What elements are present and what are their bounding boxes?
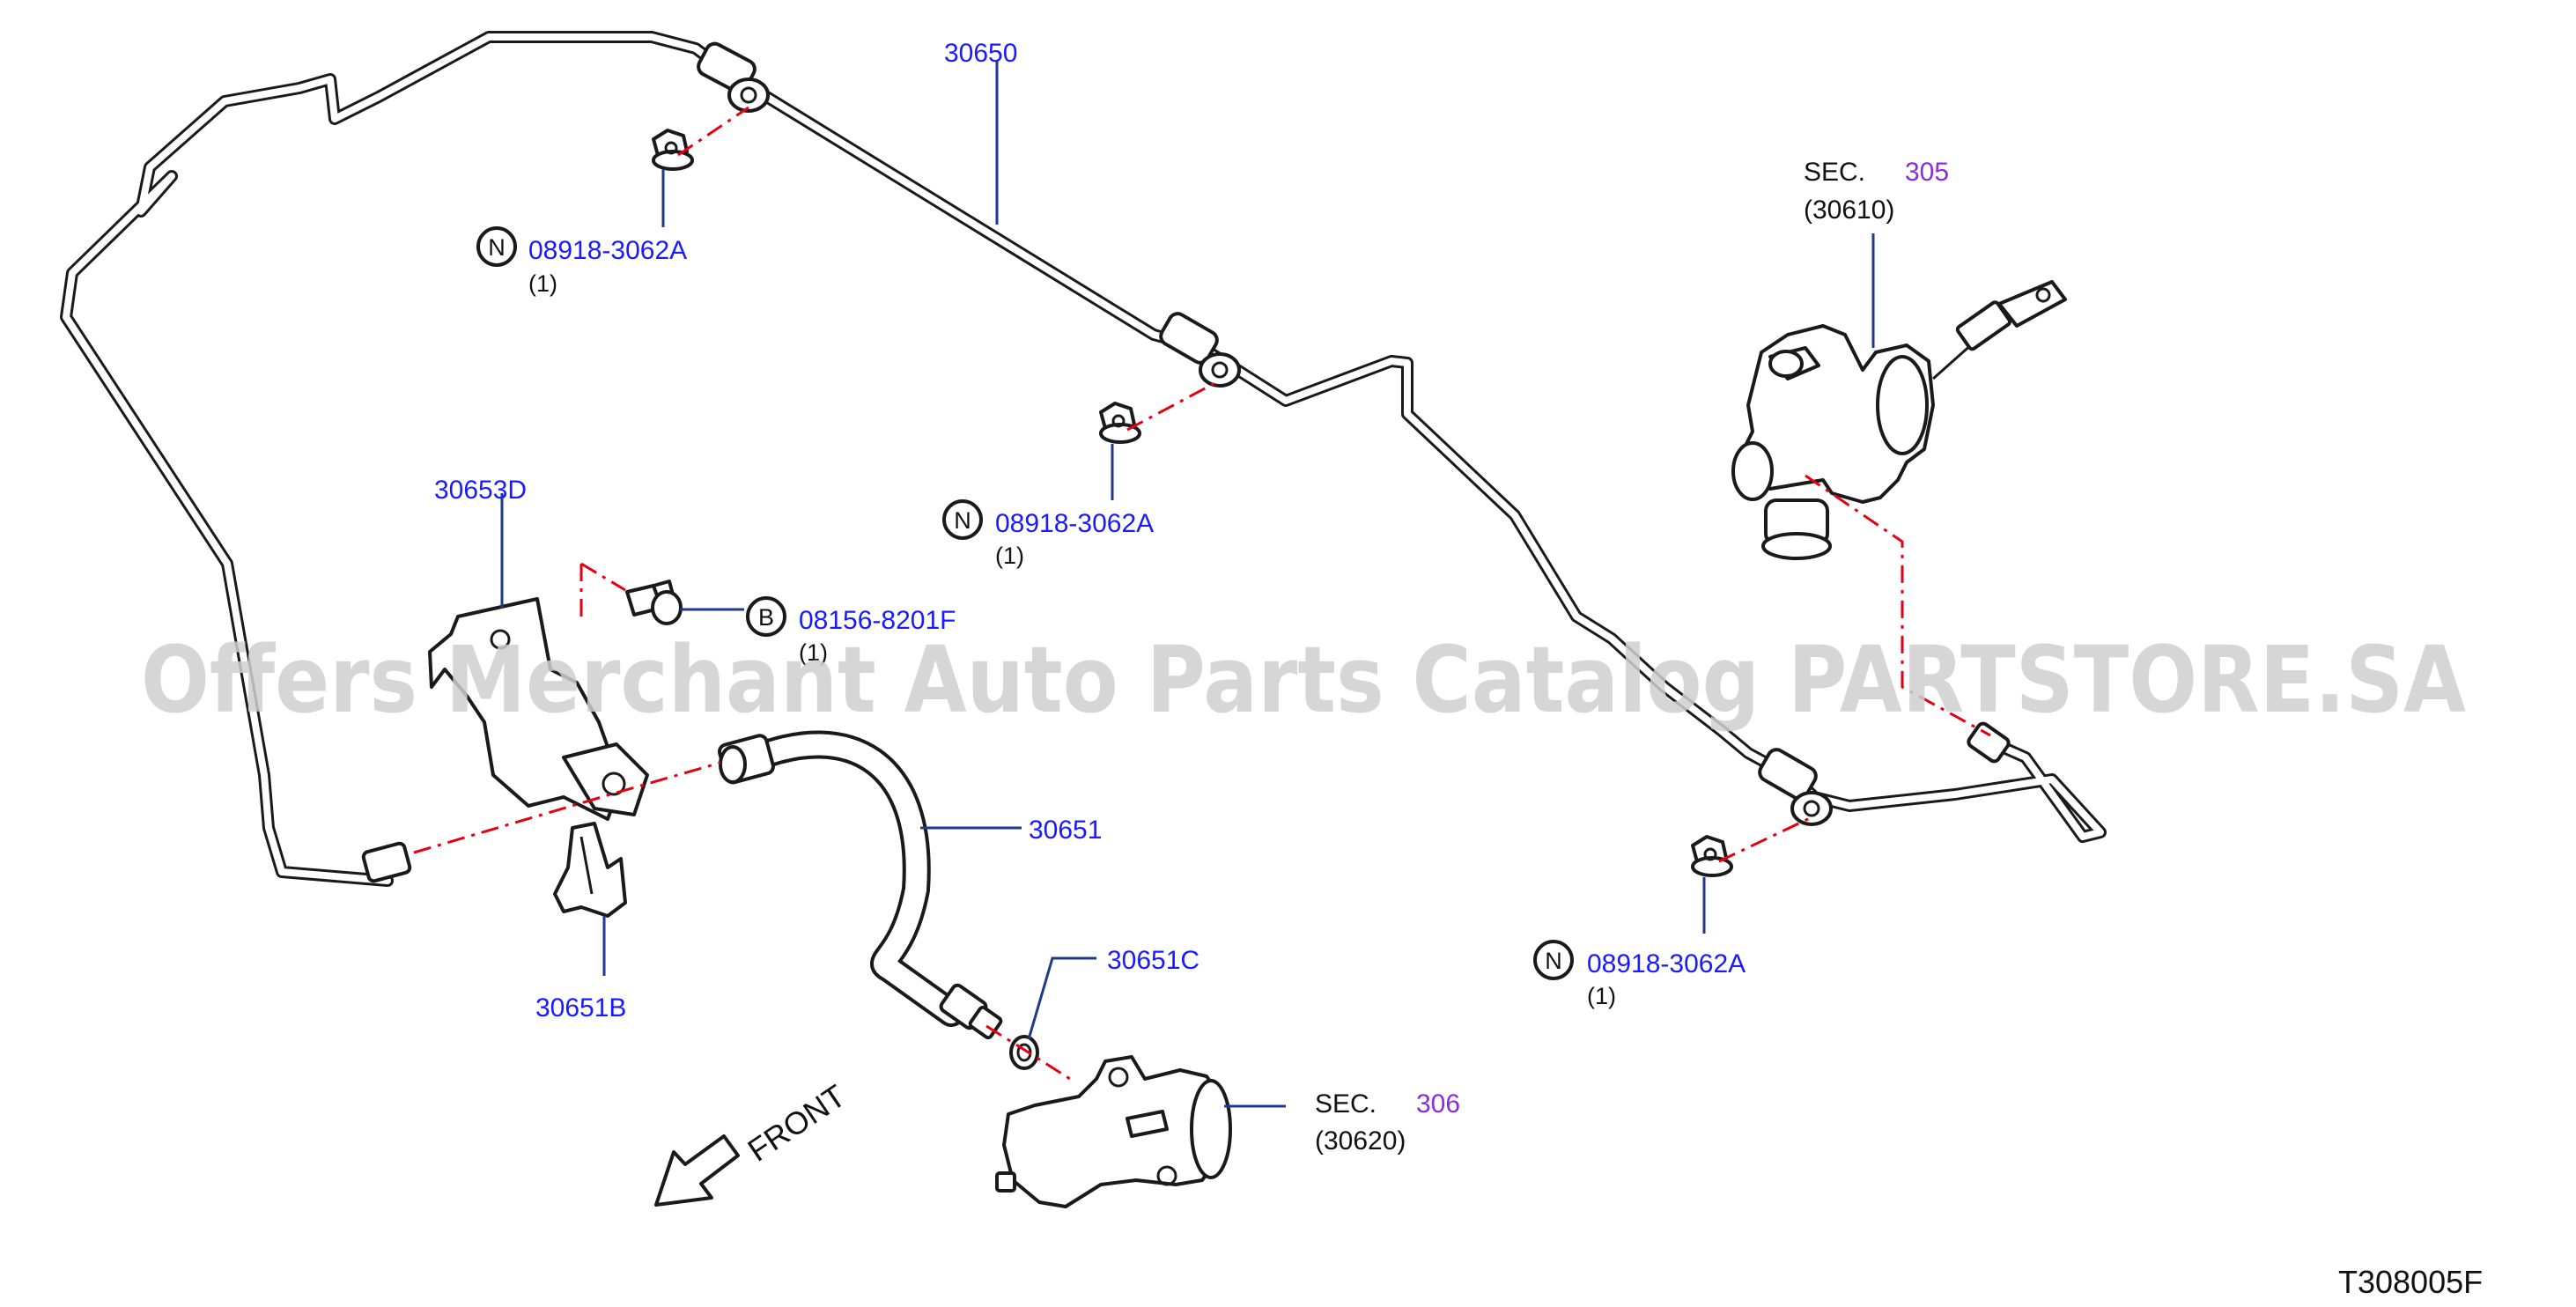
label-08918-3062a-2: 08918-3062A [995,509,1154,538]
label-30651b: 30651B [535,993,626,1023]
lock-plate-30651b[interactable] [553,822,627,918]
section-ref-operating: (30620) [1315,1126,1406,1156]
front-label: FRONT [742,1077,853,1168]
label-30650: 30650 [944,39,1017,68]
section-number-master: 305 [1905,158,1949,187]
marker-b-letter: B [758,604,774,631]
marker-n-circle-1 [476,226,517,267]
bolt-08156-8201f[interactable] [625,580,683,625]
master-cylinder-30610[interactable] [1731,280,2067,560]
flange-nut-3[interactable] [1691,835,1733,877]
label-08918-3062a-1: 08918-3062A [528,236,687,265]
marker-n-letter-2: N [954,507,971,534]
clutch-hose-30651[interactable] [718,730,1003,1040]
label-08918-3062a-3: 08918-3062A [1587,949,1746,978]
front-arrow-icon [654,1134,740,1207]
qty-08156-8201f: (1) [799,639,828,666]
copper-washer-30651c[interactable] [1009,1035,1039,1070]
tube-clamp-middle [1159,312,1241,388]
front-direction-indicator: FRONT [654,1077,853,1207]
tube-flare-nut-right [1967,721,2011,764]
label-08156-8201f: 08156-8201F [799,606,956,635]
label-30651c: 30651C [1107,946,1199,975]
marker-n-letter-1: N [488,234,506,261]
section-ref-master: (30610) [1804,196,1894,225]
marker-b-circle [746,596,786,637]
marker-n-circle-3 [1533,940,1574,980]
marker-n-letter-3: N [1545,948,1562,974]
section-number-operating: 306 [1416,1089,1460,1119]
operating-cylinder-30620[interactable] [995,1055,1232,1208]
tube-clamp-upper [697,41,770,113]
assembly-centerlines [413,106,1991,1081]
qty-08918-3062a-2: (1) [995,543,1024,569]
marker-n-circle-2 [942,499,983,540]
tube-flare-nut-left [361,841,412,883]
tube-clamp-lower [1758,748,1833,826]
section-prefix-operating: SEC. [1315,1089,1377,1119]
qty-08918-3062a-3: (1) [1587,983,1616,1009]
label-30653d: 30653D [434,476,527,505]
qty-08918-3062a-1: (1) [528,270,557,297]
bracket-30653d[interactable] [428,597,649,821]
diagram-code: T308005F [2338,1264,2483,1300]
section-prefix-master: SEC. [1804,158,1865,187]
watermark: Offers Merchant Auto Parts Catalog PARTS… [141,626,2466,734]
label-30651: 30651 [1029,816,1102,845]
leader-lines [500,60,1875,1108]
flange-nut-2[interactable] [1099,402,1141,444]
